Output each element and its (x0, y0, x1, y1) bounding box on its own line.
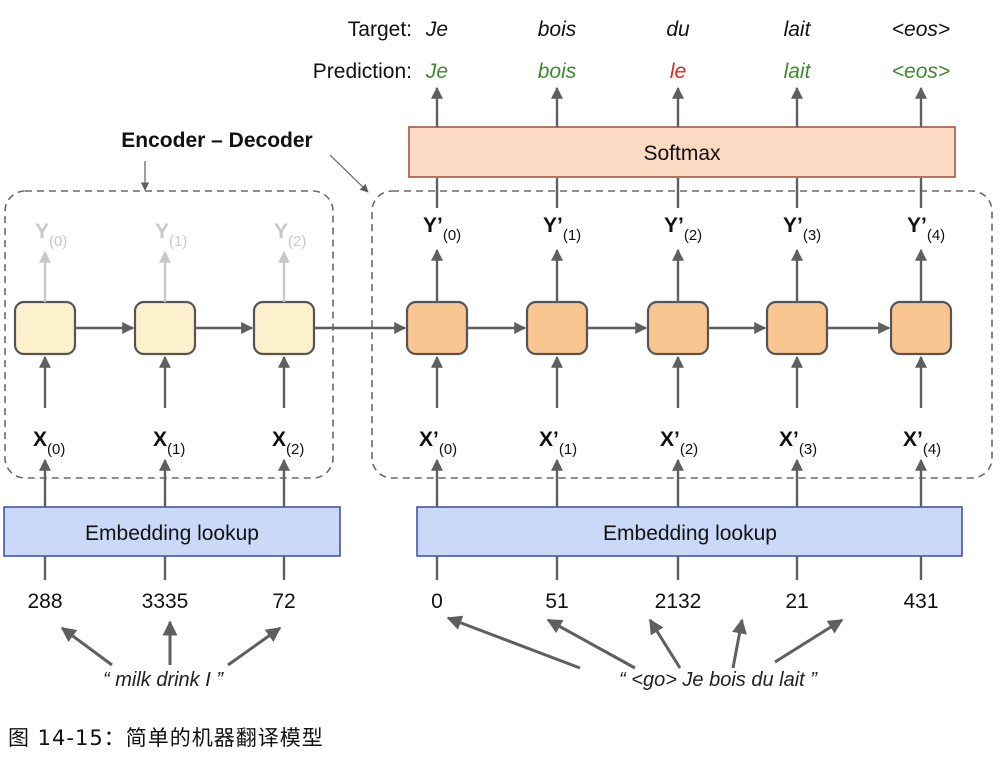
decoder-input-label-subscript: (0) (439, 441, 457, 458)
target-word: <eos> (892, 18, 950, 41)
decoder-output-label-base: Y’ (783, 214, 803, 237)
decoder-output-label-base: Y’ (664, 214, 684, 237)
target-word: du (666, 18, 690, 41)
target-word: Je (425, 18, 448, 41)
diagram-title: Encoder – Decoder (121, 129, 312, 152)
decoder-output-label: Y’(3) (783, 214, 821, 244)
decoder-input-label-base: X’ (779, 428, 799, 451)
word-to-id-arrow (546, 618, 636, 670)
encoder-output-label-subscript: (1) (169, 233, 187, 250)
title-pointer-decoder (329, 154, 369, 193)
decoder-output-label-base: Y’ (907, 214, 927, 237)
decoder-output-label-subscript: (4) (927, 227, 945, 244)
decoder-output-label-base: Y’ (423, 214, 443, 237)
encoder-input-label: X(0) (33, 428, 65, 458)
encoder-output-label: Y(1) (155, 220, 187, 250)
word-to-id-arrow (446, 615, 581, 670)
decoder-cell (646, 300, 710, 356)
decoder-cell (765, 300, 829, 356)
decoder-input-label: X’(4) (903, 428, 941, 458)
encoder-input-label-subscript: (0) (47, 441, 65, 458)
decoder-output-label: Y’(0) (423, 214, 461, 244)
encoder-token-id: 3335 (142, 590, 189, 613)
word-to-id-arrow (774, 618, 844, 664)
word-to-id-arrow (648, 618, 682, 669)
encoder-output-label-subscript: (2) (288, 233, 306, 250)
encoder-token-id: 288 (27, 590, 62, 613)
decoder-output-label: Y’(1) (543, 214, 581, 244)
encoder-input-label: X(1) (153, 428, 185, 458)
decoder-input-label-subscript: (1) (559, 441, 577, 458)
encoder-cell (133, 300, 197, 356)
word-to-id-arrow (227, 626, 282, 667)
prediction-word-correct: <eos> (892, 60, 950, 83)
encoder-input-label-base: X (153, 428, 167, 451)
decoder-input-label-base: X’ (903, 428, 923, 451)
decoder-token-id: 431 (903, 590, 938, 613)
decoder-sentence: “ <go> Je bois du lait ” (619, 669, 818, 691)
target-word: lait (784, 18, 812, 41)
encoder-sentence: “ milk drink I ” (103, 669, 224, 691)
decoder-input-label: X’(3) (779, 428, 817, 458)
decoder-embedding-box (416, 506, 963, 557)
encoder-cell (252, 300, 316, 356)
encoder-output-label-base: Y (155, 220, 169, 243)
decoder-token-id: 21 (785, 590, 808, 613)
decoder-output-label-subscript: (3) (803, 227, 821, 244)
encoder-output-label: Y(2) (274, 220, 306, 250)
encoder-output-label: Y(0) (35, 220, 67, 250)
decoder-input-label: X’(2) (660, 428, 698, 458)
decoder-cell (889, 300, 953, 356)
decoder-output-label: Y’(2) (664, 214, 702, 244)
encoder-output-label-subscript: (0) (49, 233, 67, 250)
prediction-row-label: Prediction: (313, 60, 412, 83)
encoder-token-id: 72 (272, 590, 295, 613)
encoder-input-label-base: X (33, 428, 47, 451)
decoder-output-label: Y’(4) (907, 214, 945, 244)
softmax-label: Softmax (643, 142, 721, 165)
decoder-output-label-subscript: (1) (563, 227, 581, 244)
decoder-token-id: 0 (431, 590, 443, 613)
decoder-input-label-base: X’ (539, 428, 559, 451)
encoder-output-label-base: Y (274, 220, 288, 243)
encoder-cell (13, 300, 77, 356)
prediction-word-correct: lait (784, 60, 812, 83)
encoder-input-label-base: X (272, 428, 286, 451)
figure-caption: 图 14-15：简单的机器翻译模型 (8, 726, 324, 750)
encoder-input-label: X(2) (272, 428, 304, 458)
prediction-word-wrong: le (670, 60, 686, 83)
encoder-input-label-subscript: (1) (167, 441, 185, 458)
decoder-cell (525, 300, 589, 356)
encoder-input-label-subscript: (2) (286, 441, 304, 458)
target-word: bois (538, 18, 577, 41)
decoder-input-label: X’(0) (419, 428, 457, 458)
decoder-input-label-subscript: (2) (680, 441, 698, 458)
softmax-box (408, 126, 956, 178)
encoder-output-label-base: Y (35, 220, 49, 243)
encoder-embedding-box (3, 506, 341, 557)
decoder-output-label-base: Y’ (543, 214, 563, 237)
decoder-input-label-subscript: (3) (799, 441, 817, 458)
decoder-token-id: 2132 (655, 590, 702, 613)
decoder-input-label-subscript: (4) (923, 441, 941, 458)
encoder-region (4, 190, 334, 479)
decoder-output-label-subscript: (2) (684, 227, 702, 244)
prediction-word-correct: bois (538, 60, 577, 83)
decoder-output-label-subscript: (0) (443, 227, 461, 244)
word-to-id-arrow (731, 618, 747, 669)
decoder-input-label: X’(1) (539, 428, 577, 458)
decoder-region (371, 190, 993, 479)
decoder-input-label-base: X’ (660, 428, 680, 451)
target-row-label: Target: (348, 18, 412, 41)
prediction-word-correct: Je (425, 60, 448, 83)
decoder-embedding-label: Embedding lookup (603, 522, 777, 545)
encoder-embedding-label: Embedding lookup (85, 522, 259, 545)
decoder-input-label-base: X’ (419, 428, 439, 451)
decoder-token-id: 51 (545, 590, 568, 613)
word-to-id-arrow (60, 626, 113, 667)
decoder-cell (405, 300, 469, 356)
